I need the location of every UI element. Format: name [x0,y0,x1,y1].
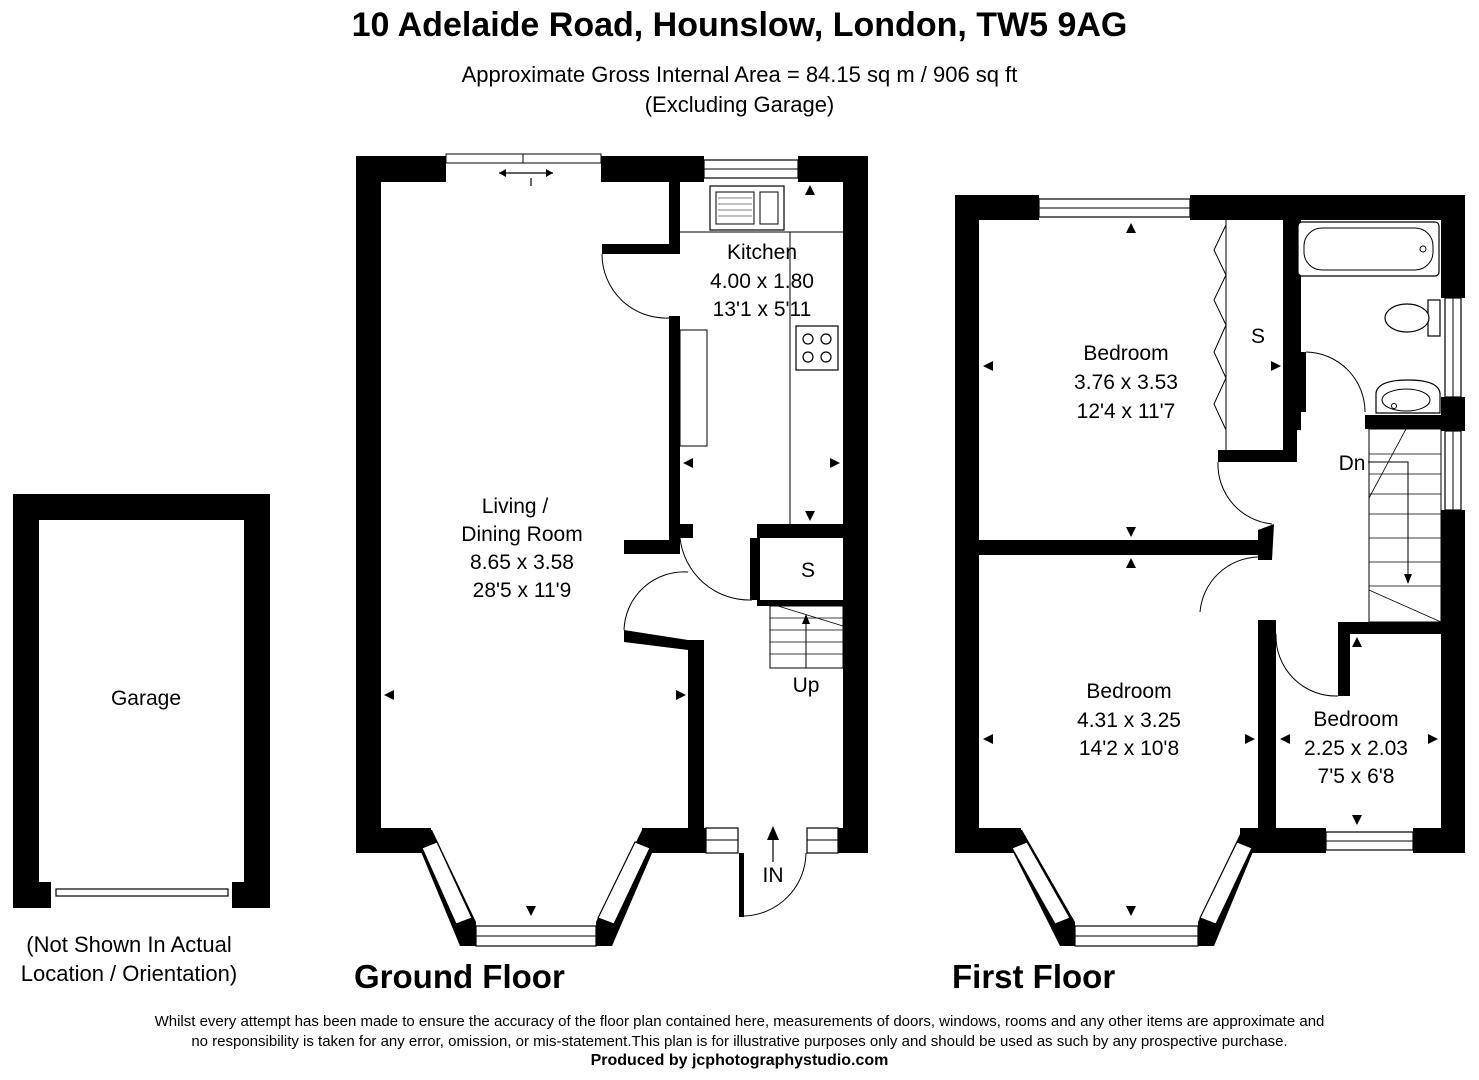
first-floor-plan: Bedroom 3.76 x 3.53 12'4 x 11'7 S Dn Bed… [952,195,1465,995]
wardrobe-bifold-doors-icon [1213,220,1227,450]
toilet-icon [1384,299,1441,337]
producer-credit: Produced by jcphotographystudio.com [590,1052,889,1069]
disclaimer-line1: Whilst every attempt has been made to en… [154,1013,1325,1030]
bay-window-left-icon [421,841,473,925]
bathtub-icon [1297,221,1440,277]
living-fitted-unit-icon [679,329,708,447]
living-room-imperial: 28'5 x 11'9 [473,579,572,602]
garage-note-line1: (Not Shown In Actual [26,932,231,957]
bedroom2-label: Bedroom [1086,680,1171,703]
front-door-swing-icon [743,852,807,917]
ground-floor-label: Ground Floor [354,958,565,995]
bedroom1-label: Bedroom [1083,342,1168,365]
gross-internal-area: Approximate Gross Internal Area = 84.15 … [461,62,1018,87]
kitchen-label: Kitchen [727,241,797,264]
disclaimer-line2: no responsibility is taken for any error… [191,1033,1288,1050]
bedroom3-door-swing-icon [1275,633,1339,697]
bedroom2-metric: 4.31 x 3.25 [1077,709,1181,732]
hall-door-swing-icon [679,537,753,601]
kitchen-metric: 4.00 x 1.80 [710,270,814,293]
front-door-leaf-icon [739,853,744,917]
bedroom2-imperial: 14'2 x 10'8 [1079,737,1179,760]
bay-window-right-icon [597,841,651,925]
bedroom2-door-swing-icon [1199,556,1259,613]
wardrobe-label: S [1251,325,1265,348]
garage-door-icon [55,888,229,897]
hob-icon [795,325,839,371]
kitchen-imperial: 13'1 x 5'11 [713,298,812,321]
living-room-metric: 8.65 x 3.58 [470,551,574,574]
bedroom3-label: Bedroom [1313,708,1398,731]
basin-icon [1375,379,1441,414]
ground-floor-plan: Living / Dining Room 8.65 x 3.58 28'5 x … [354,153,868,995]
bedroom3-imperial: 7'5 x 6'8 [1318,765,1395,788]
kitchen-door-swing-icon [601,253,670,319]
garage-note-line2: Location / Orientation) [21,961,237,986]
first-stairs-icon [1368,428,1442,623]
area-exclusion-note: (Excluding Garage) [644,92,835,117]
bedroom1-metric: 3.76 x 3.53 [1074,371,1178,394]
patio-door-icon [445,153,602,186]
first-floor-label: First Floor [952,958,1115,995]
bedroom1-imperial: 12'4 x 11'7 [1077,400,1176,423]
ground-store-label: S [801,559,815,582]
entrance-label: IN [763,864,784,887]
living-room-label-line2: Dining Room [461,523,582,546]
ff-bay-window-left-icon [1011,841,1071,925]
living-room-label-line1: Living / [482,495,549,518]
bathroom-door-swing-icon [1305,351,1366,413]
ff-bay-window-right-icon [1199,841,1253,925]
plan-address: 10 Adelaide Road, Hounslow, London, TW5 … [351,6,1128,44]
bedroom3-metric: 2.25 x 2.03 [1304,737,1408,760]
stairs-down-label: Dn [1339,452,1366,475]
bedroom1-door-swing-icon [1217,461,1273,525]
stairs-up-label: Up [793,674,820,697]
ground-stairs-icon [769,605,844,669]
garage-label: Garage [111,687,181,710]
living-door-swing-icon [623,571,689,631]
garage-plan: Garage (Not Shown In Actual Location / O… [13,494,270,986]
